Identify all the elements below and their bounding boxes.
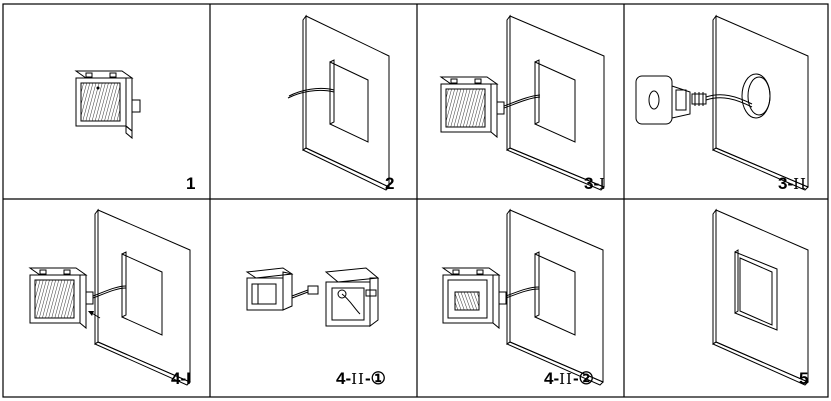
- panel-4-I-illustration: [28, 208, 191, 386]
- step-label-1: 1: [186, 174, 195, 193]
- svg-text:4-II-①: 4-II-①: [336, 369, 386, 388]
- svg-text:4-I: 4-I: [171, 369, 191, 388]
- panel-grid: [2, 3, 829, 398]
- panel-3-I-illustration: [439, 14, 605, 191]
- svg-text:4-II-②: 4-II-②: [544, 369, 594, 388]
- panel-5-illustration: [711, 208, 809, 386]
- panel-4-II-2-illustration: [441, 208, 604, 386]
- svg-text:3-II: 3-II: [778, 174, 807, 193]
- panel-4-II-1-illustration: [245, 267, 380, 327]
- svg-text:5: 5: [799, 369, 808, 388]
- step-label-4-I: 4-I: [171, 369, 191, 388]
- svg-text:2: 2: [385, 174, 394, 193]
- step-label-5: 5: [799, 369, 808, 388]
- panel-3-II-illustration: [635, 14, 809, 191]
- svg-text:3-I: 3-I: [584, 174, 606, 193]
- svg-text:1: 1: [186, 174, 195, 193]
- step-label-3-I: 3-I: [584, 174, 606, 193]
- step-label-3-II: 3-II: [778, 174, 807, 193]
- step-label-4-II-2: 4-II-②: [544, 369, 594, 388]
- panel-2-illustration: [287, 14, 390, 191]
- step-label-2: 2: [385, 174, 394, 193]
- panel-1-illustration: [74, 70, 141, 140]
- step-label-4-II-1: 4-II-①: [336, 369, 386, 388]
